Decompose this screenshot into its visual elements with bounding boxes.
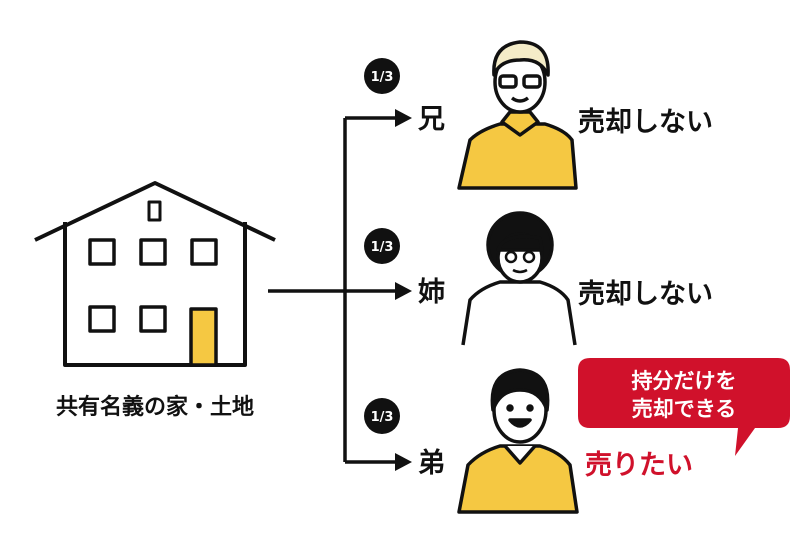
younger-brother-person-icon — [457, 368, 579, 514]
house-label: 共有名義の家・土地 — [56, 394, 254, 420]
share-text: 1/3 — [371, 70, 394, 85]
share-badge: 1/3 — [364, 228, 400, 264]
speech-bubble: 持分だけを 売却できる — [578, 358, 790, 456]
share-badge: 1/3 — [364, 58, 400, 94]
heir-label-sister: 姉 — [418, 277, 445, 308]
share-badge: 1/3 — [364, 398, 400, 434]
bubble-line-1: 持分だけを — [632, 369, 737, 393]
arrow-icon — [395, 282, 412, 300]
heir-label-younger-brother: 弟 — [418, 448, 445, 479]
bubble-line-2: 売却できる — [632, 397, 737, 421]
connector-lines — [268, 116, 398, 464]
sister-person-icon — [461, 211, 577, 346]
arrow-icon — [395, 453, 412, 471]
status-younger-brother: 売りたい — [585, 450, 693, 481]
status-sister: 売却しない — [578, 279, 713, 310]
arrow-icon — [395, 109, 412, 127]
heir-label-brother: 兄 — [417, 104, 445, 135]
older-brother-person-icon — [457, 40, 578, 190]
share-text: 1/3 — [371, 410, 394, 425]
status-brother: 売却しない — [578, 107, 713, 138]
house-icon — [34, 181, 276, 367]
share-text: 1/3 — [371, 240, 394, 255]
